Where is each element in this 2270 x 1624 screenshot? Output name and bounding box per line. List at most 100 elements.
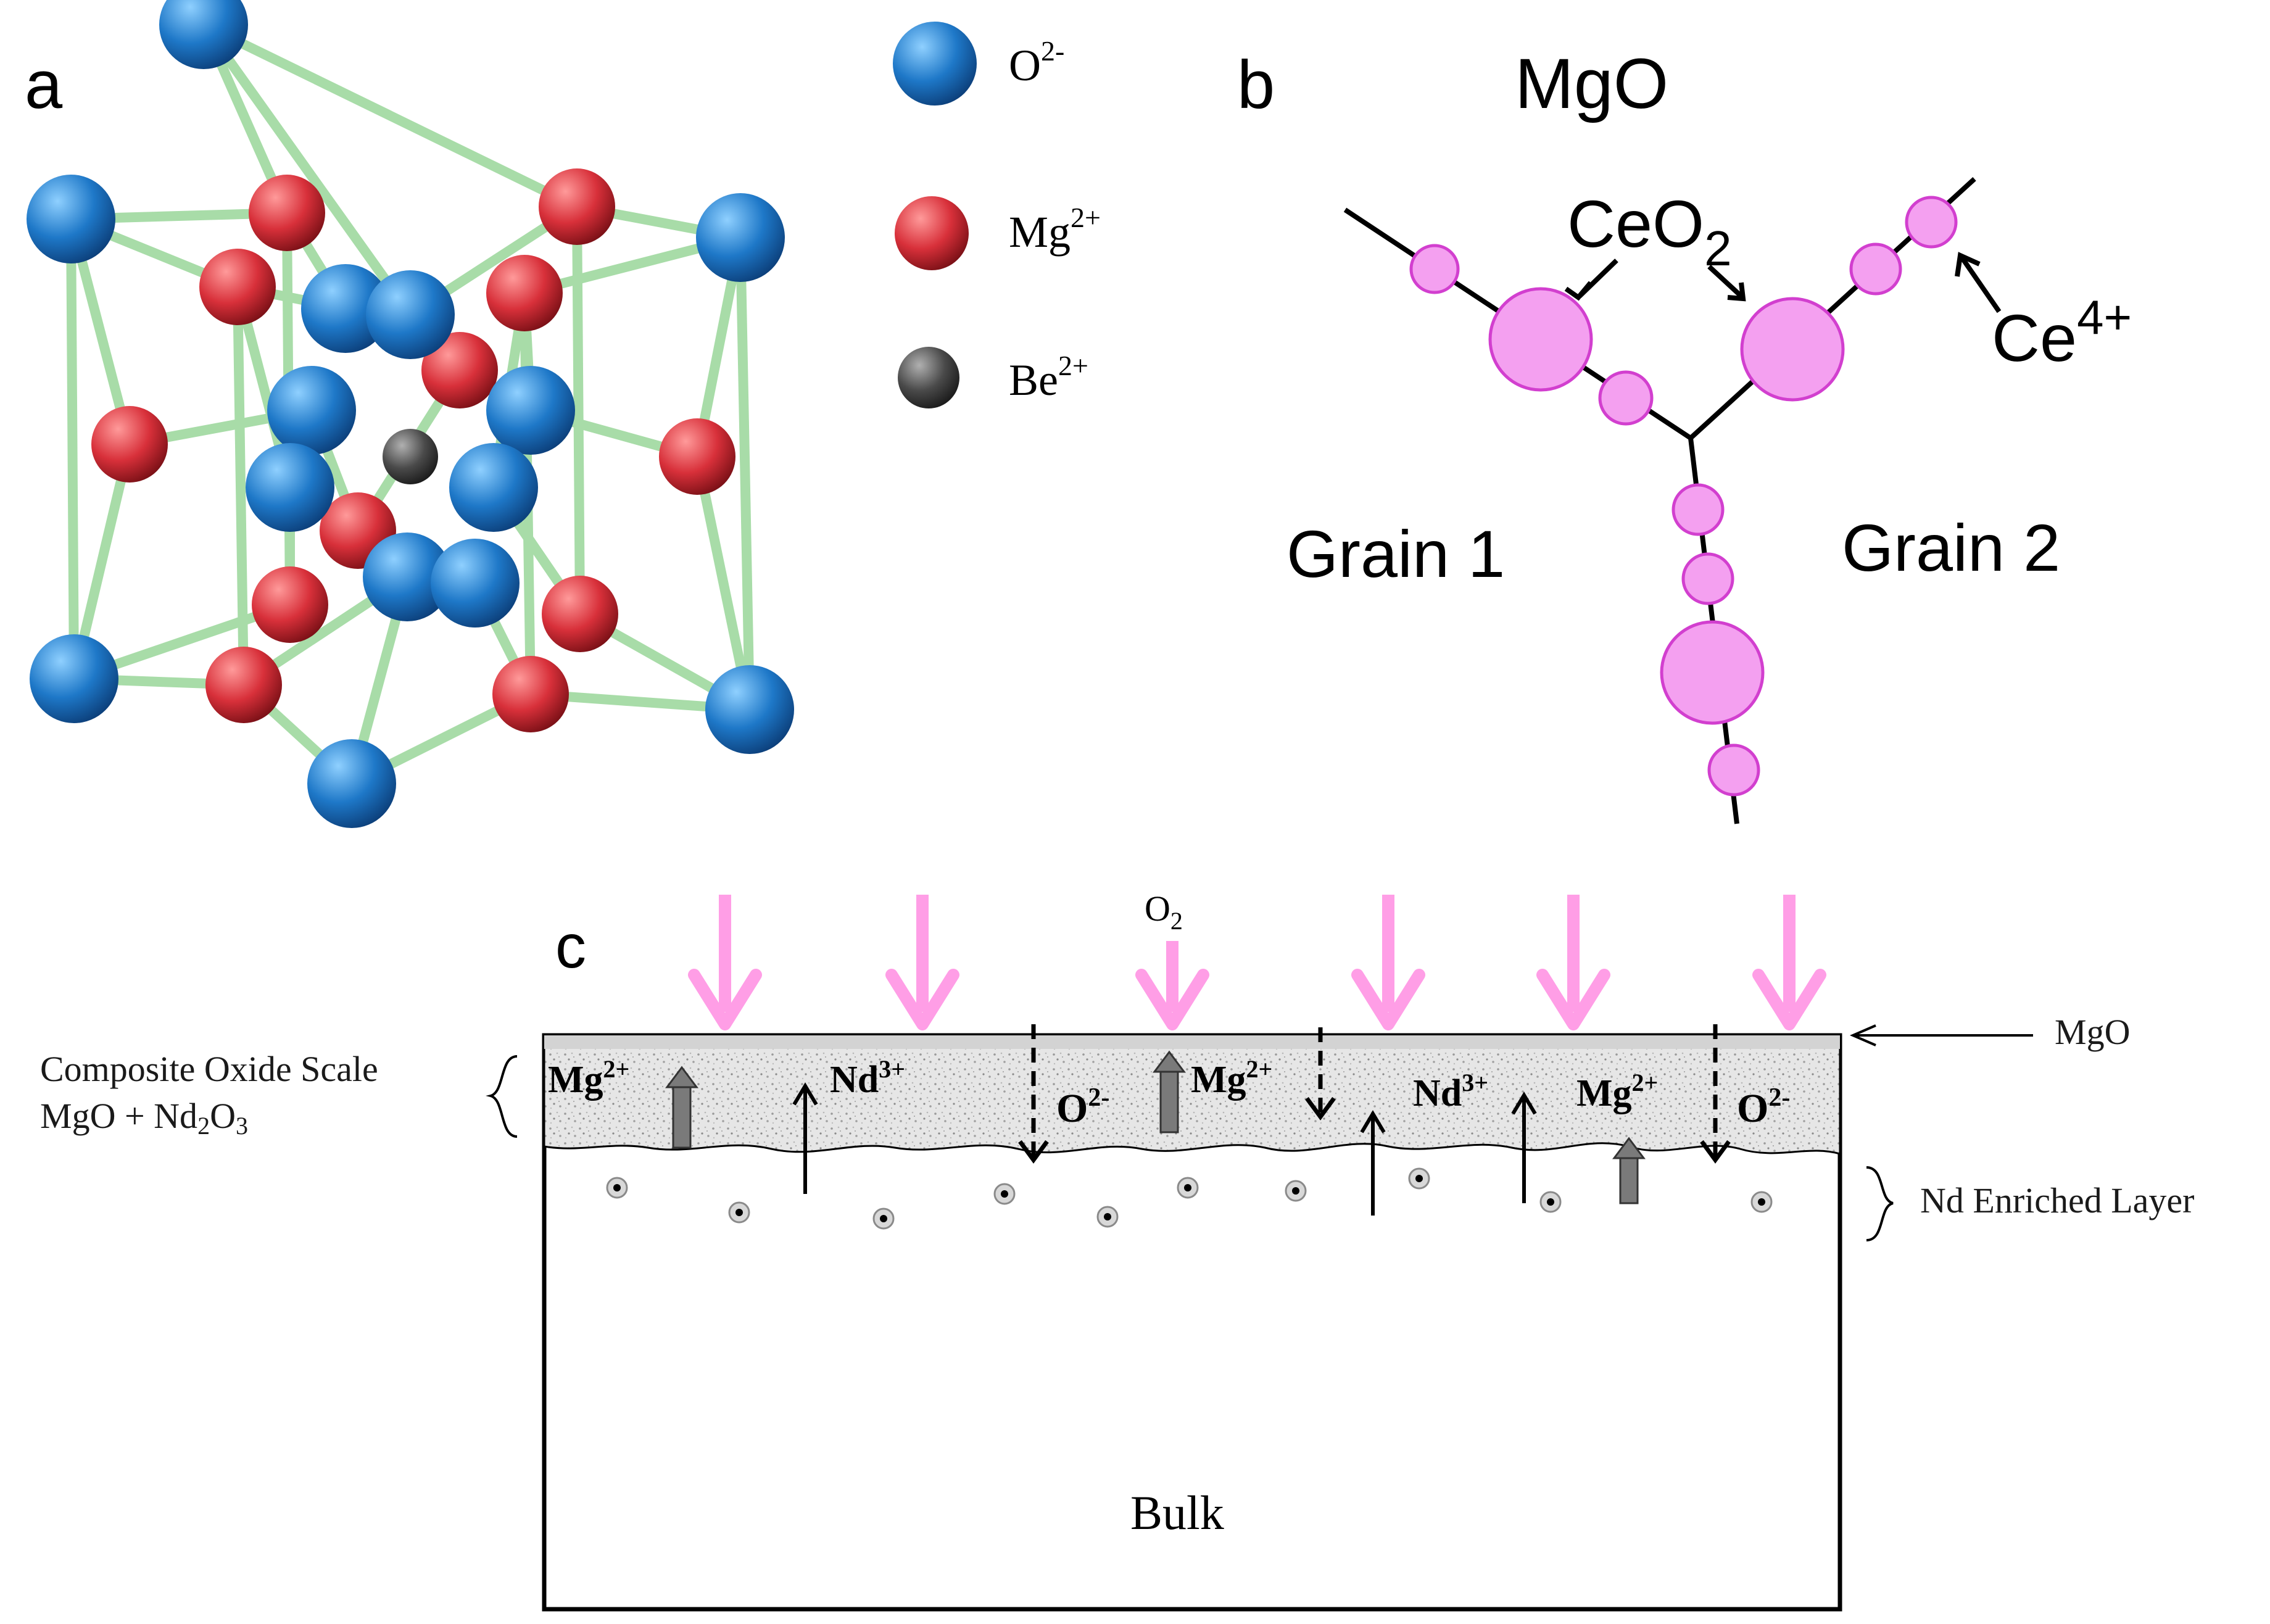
oxygen-atom <box>246 443 334 532</box>
ion-label-o: O2- <box>1737 1083 1790 1131</box>
mgo-pointer-arrowhead <box>1849 1024 1876 1046</box>
ion-label-mg: Mg2+ <box>1191 1055 1272 1101</box>
panel-b-title: MgO <box>1515 44 1668 123</box>
oxygen-atom <box>449 443 538 532</box>
ceria-large-particle <box>1740 297 1845 402</box>
bulk-label: Bulk <box>1130 1486 1224 1539</box>
nd-particle-core <box>1292 1187 1299 1195</box>
bond-line <box>233 282 249 690</box>
magnesium-atom <box>205 647 282 723</box>
magnesium-atom <box>249 175 325 251</box>
nd-particle-core <box>1415 1175 1423 1182</box>
ceria-small-particle <box>1598 370 1654 426</box>
beryllium-atom <box>383 429 438 484</box>
oxygen-atom <box>366 270 455 359</box>
nd-particle-core <box>1758 1198 1765 1206</box>
nd-outward-arrowhead <box>792 1082 818 1106</box>
ion-label-nd: Nd3+ <box>1413 1069 1488 1114</box>
panel-b: b MgO CeO2 Ce4+ Grain 1 Grain <box>1237 44 2132 824</box>
arrow-head <box>1564 281 1593 301</box>
mg-outward-arrowhead <box>665 1066 698 1088</box>
nd-layer-bracket <box>1866 1166 1894 1241</box>
oxygen-sphere-icon <box>893 22 977 106</box>
ion-label-o: O2- <box>1056 1083 1109 1131</box>
o2-arrows <box>688 895 1826 1030</box>
arrow-head <box>1727 282 1746 302</box>
o-inward-arrowhead <box>1700 1140 1731 1164</box>
ceria-small-particle <box>1849 242 1902 296</box>
ceo2-label: CeO2 <box>1567 186 1732 276</box>
nd-outward-arrowhead <box>1360 1110 1386 1133</box>
magnesium-atom <box>486 255 563 331</box>
bond-line <box>199 20 415 320</box>
ion-arrows <box>665 1024 1731 1216</box>
scale-bracket <box>486 1055 518 1138</box>
bond-line <box>735 233 755 715</box>
mg-outward-arrowhead <box>1612 1137 1646 1159</box>
mg-outward-arrow <box>1619 1154 1639 1204</box>
legend: O2- Mg2+ Be2+ <box>893 22 1101 408</box>
oxygen-atom <box>705 665 794 754</box>
arrow-head <box>1955 252 1981 277</box>
o2-flux-arrowhead <box>688 969 762 1030</box>
nd-outward-arrowhead <box>1511 1092 1537 1115</box>
ceria-small-particle <box>1905 196 1958 249</box>
mgo-label: MgO <box>2055 1012 2130 1052</box>
ceria-small-particle <box>1671 483 1725 536</box>
o2-flux-arrowhead <box>885 969 959 1030</box>
mg-outward-arrow <box>1159 1068 1179 1133</box>
o2-flux-arrowhead <box>1135 969 1209 1030</box>
ceria-small-particle <box>1707 744 1760 797</box>
nd-particle-core <box>1184 1184 1191 1191</box>
bond-line <box>66 214 79 684</box>
magnesium-atom <box>91 406 168 483</box>
o2-flux-arrowhead <box>1536 969 1610 1030</box>
arrow-to-ceria-right <box>1707 265 1743 298</box>
legend-label-magnesium: Mg2+ <box>1009 202 1101 257</box>
scale-label-line1: Composite Oxide Scale <box>40 1049 378 1089</box>
ion-label-mg: Mg2+ <box>1576 1069 1658 1114</box>
magnesium-atom <box>542 576 618 652</box>
mgo-top-layer <box>544 1035 1840 1049</box>
nd-particle-core <box>1547 1198 1554 1206</box>
panel-c: c O2 Mg2+ Nd3+ O2- Mg2+ Nd3+ Mg2+ O2- Mg… <box>40 889 2194 1612</box>
legend-label-beryllium: Be2+ <box>1009 350 1088 405</box>
arrow-to-ce-ion <box>1960 256 2002 313</box>
panel-a: a O2- Mg2+ Be2+ <box>25 0 1101 828</box>
nd-layer-label: Nd Enriched Layer <box>1920 1180 2194 1220</box>
nd-particle-core <box>1001 1190 1008 1198</box>
mg-outward-arrow <box>672 1083 692 1149</box>
oxygen-atom <box>301 264 390 353</box>
crystal-bonds <box>66 20 755 789</box>
ceria-large-particle <box>1660 620 1765 725</box>
nd-particles <box>606 1167 1773 1230</box>
legend-item-beryllium: Be2+ <box>898 347 1088 408</box>
o-inward-arrowhead <box>1018 1140 1049 1164</box>
oxygen-atom <box>307 739 396 828</box>
oxygen-atom <box>27 175 115 263</box>
magnesium-atom <box>199 249 276 325</box>
ceria-large-particle <box>1488 287 1593 392</box>
oxygen-atom <box>486 366 575 455</box>
bond-line <box>572 202 585 619</box>
magnesium-atom <box>659 418 735 495</box>
grain-2-label: Grain 2 <box>1842 510 2060 585</box>
nd-particle-core <box>1104 1213 1111 1220</box>
oxygen-atom <box>159 0 248 69</box>
bond-line <box>199 20 582 212</box>
magnesium-atom <box>539 168 615 245</box>
legend-label-oxygen: O2- <box>1009 35 1064 90</box>
ce-ion-label: Ce4+ <box>1992 290 2132 375</box>
ion-label-nd: Nd3+ <box>830 1055 905 1101</box>
o2-flux-arrowhead <box>1752 969 1826 1030</box>
ceria-small-particle <box>1681 552 1734 605</box>
grain-1-label: Grain 1 <box>1286 516 1505 591</box>
oxygen-atom <box>30 634 118 723</box>
legend-item-magnesium: Mg2+ <box>895 196 1101 270</box>
nd-particle-core <box>735 1209 743 1216</box>
panel-a-label: a <box>25 47 63 123</box>
magnesium-atom <box>492 656 569 732</box>
o-inward-arrowhead <box>1305 1096 1336 1121</box>
oxygen-atom <box>363 532 452 621</box>
